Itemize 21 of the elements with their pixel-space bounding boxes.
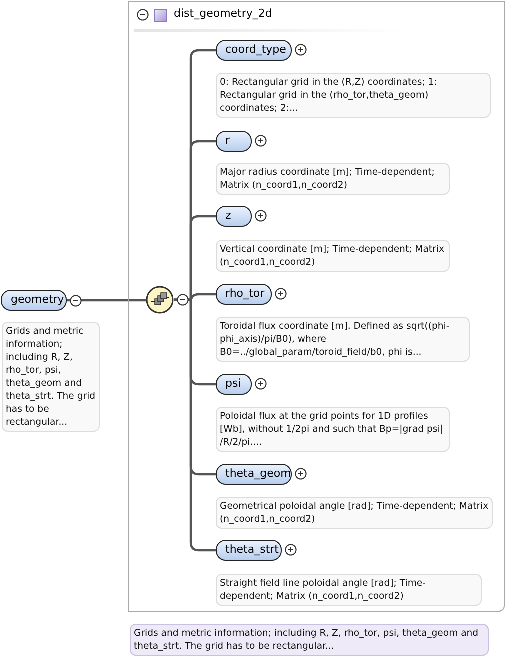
- connector-line: [67, 299, 146, 302]
- element-pill: r: [216, 130, 252, 152]
- description-callout: Straight field line poloidal angle [rad]; Time-dependent; Matrix (n_coord1,n_coord2): [216, 574, 482, 606]
- description-callout: Major radius coordinate [m]; Time-dependent; Matrix (n_coord1,n_coord2): [216, 163, 450, 195]
- element-pill: geometry: [1, 290, 67, 311]
- description-callout: 0: Rectangular grid in the (R,Z) coordinates; 1: Rectangular grid in the (rho_tor,theta_geom) coordinates; 2:...: [216, 73, 491, 118]
- element-pill: z: [216, 206, 252, 226]
- element-pill: theta_geom: [216, 464, 292, 484]
- description-callout: Geometrical poloidal angle [rad]; Time-dependent; Matrix (n_coord1,n_coord2): [216, 497, 493, 529]
- sequence-compositor: [146, 286, 174, 314]
- element-pill: rho_tor: [216, 284, 272, 304]
- description-callout: Toroidal flux coordinate [m]. Defined as sqrt((phi-phi_axis)/pi/B0), where B0=../global_param/toroid_field/b0, phi is...: [216, 317, 470, 362]
- element-pill: coord_type: [216, 40, 292, 60]
- element-pill: psi: [216, 374, 252, 394]
- container-title: dist_geometry_2d: [174, 7, 272, 20]
- element-pill: theta_strt: [216, 540, 282, 560]
- description-callout: Grids and metric information; including R, Z, rho_tor, psi, theta_geom and theta_strt. The grid has to be rectangular...: [2, 322, 100, 432]
- description-callout: Vertical coordinate [m]; Time-dependent; Matrix (n_coord1,n_coord2): [216, 240, 450, 272]
- description-callout: Grids and metric information; including R, Z, rho_tor, psi, theta_geom and theta_strt. The grid has to be rectangular...: [130, 624, 489, 656]
- description-callout: Poloidal flux at the grid points for 1D profiles [Wb], without 1/2pi and such that Bp=|grad psi| /R/2/pi....: [216, 407, 450, 452]
- connector-line: [174, 298, 216, 552]
